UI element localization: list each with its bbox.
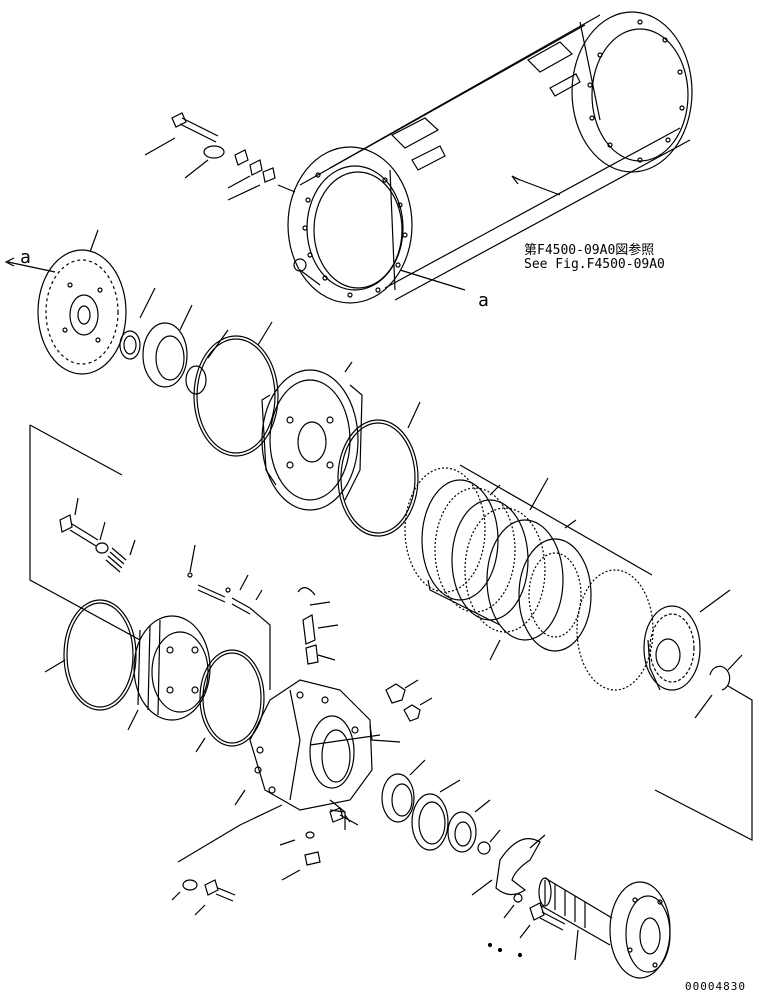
callout-letter-right: a: [478, 290, 489, 311]
bottom-bolts: [172, 808, 565, 938]
snap-ring: [655, 655, 752, 840]
seal-and-bearing: [120, 288, 228, 394]
o-ring-medium: [338, 402, 420, 536]
pins-and-fittings: [188, 545, 338, 690]
clutch-disc-pack: [405, 465, 653, 690]
reference-label-english: See Fig.F4500-09A0: [524, 257, 665, 272]
main-housing: [178, 680, 400, 862]
bolt-spring-group: [30, 425, 140, 640]
reference-label-japanese: 第F4500-09A0図参照: [524, 243, 655, 258]
drawing-number: 00004830: [685, 980, 746, 993]
bolt-holes-right: [588, 20, 684, 162]
o-ring-piston: [45, 600, 136, 710]
output-shaft-flange: [539, 878, 670, 978]
misc-marks: [489, 944, 522, 957]
callout-letter-left: a: [20, 247, 31, 268]
final-drive-case: [288, 12, 692, 303]
bolt-holes-left: [303, 173, 407, 297]
piston-cage: [128, 616, 210, 730]
top-bolt-group: [145, 113, 295, 200]
gear-hub: [644, 590, 730, 690]
hub-retainer: [262, 362, 362, 510]
o-ring-large: [194, 322, 278, 456]
nuts: [386, 680, 432, 721]
sprocket: [6, 230, 126, 374]
thrust-plate: [472, 835, 545, 918]
lower-bearings: [382, 760, 500, 854]
o-ring-small: [196, 650, 264, 752]
